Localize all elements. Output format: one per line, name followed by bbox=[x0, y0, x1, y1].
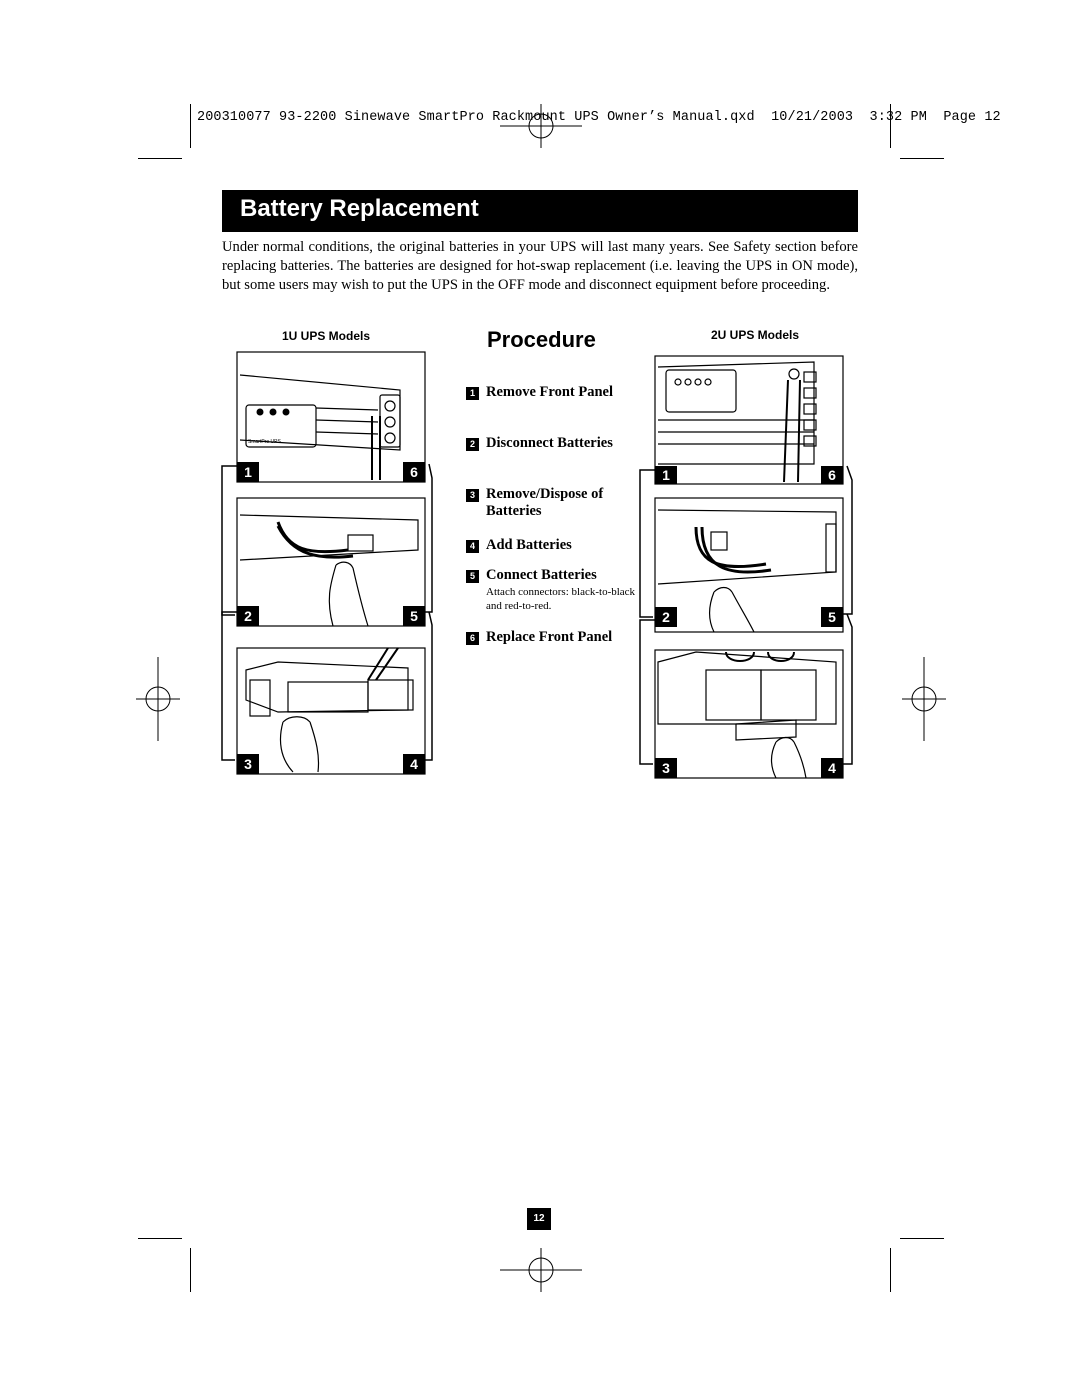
crop-mark bbox=[900, 158, 944, 159]
crop-mark bbox=[890, 104, 891, 148]
step-label: Disconnect Batteries bbox=[486, 435, 613, 451]
step-number: 1 bbox=[466, 387, 479, 400]
panel-badge: 4 bbox=[828, 760, 836, 776]
crop-mark bbox=[138, 158, 182, 159]
step-number: 4 bbox=[466, 540, 479, 553]
panel-badge: 4 bbox=[410, 756, 418, 772]
step-number: 5 bbox=[466, 570, 479, 583]
intro-paragraph: Under normal conditions, the original ba… bbox=[222, 239, 858, 293]
section-title: Battery Replacement bbox=[240, 195, 479, 222]
registration-mark-top bbox=[500, 104, 582, 148]
registration-mark-right bbox=[902, 657, 946, 741]
panel-badge: 2 bbox=[662, 609, 670, 625]
step-label: Connect Batteries bbox=[486, 567, 597, 583]
crop-mark bbox=[138, 1238, 182, 1239]
step-number: 2 bbox=[466, 438, 479, 451]
panel-badge: 1 bbox=[662, 467, 670, 483]
crop-mark bbox=[190, 104, 191, 148]
panel-badge: 6 bbox=[410, 464, 418, 480]
section-title-bar: Battery Replacement bbox=[222, 190, 858, 232]
right-models-label: 2U UPS Models bbox=[711, 328, 800, 342]
panel-badge: 1 bbox=[244, 464, 252, 480]
crop-mark bbox=[190, 1248, 191, 1292]
ups-2u-illustration: 1 6 2 5 3 4 bbox=[639, 355, 853, 779]
page-number: 12 bbox=[527, 1208, 551, 1230]
procedure-title: Procedure bbox=[487, 327, 596, 352]
crop-mark bbox=[900, 1238, 944, 1239]
panel-badge: 2 bbox=[244, 608, 252, 624]
ups-1u-illustration: SmartPro UPS 1 6 2 5 3 4 bbox=[221, 351, 433, 775]
panel-badge: 5 bbox=[410, 608, 418, 624]
device-brand-label: SmartPro UPS bbox=[248, 439, 281, 445]
panel-badge: 3 bbox=[244, 756, 252, 772]
registration-mark-left bbox=[136, 657, 180, 741]
crop-mark bbox=[890, 1248, 891, 1292]
step-label: Replace Front Panel bbox=[486, 629, 613, 645]
step-number: 6 bbox=[466, 632, 479, 645]
left-models-label: 1U UPS Models bbox=[282, 329, 371, 343]
step-label: Add Batteries bbox=[486, 537, 572, 553]
step-number: 3 bbox=[466, 489, 479, 502]
registration-mark-bottom bbox=[500, 1248, 582, 1292]
panel-badge: 5 bbox=[828, 609, 836, 625]
step-note: Attach connectors: black-to-black and re… bbox=[486, 586, 636, 612]
print-slug: 200310077 93-2200 Sinewave SmartPro Rack… bbox=[197, 110, 1001, 125]
step-label: Remove Front Panel bbox=[486, 384, 613, 400]
step-label: Remove/Dispose of Batteries bbox=[486, 486, 604, 519]
panel-badge: 6 bbox=[828, 467, 836, 483]
panel-badge: 3 bbox=[662, 760, 670, 776]
